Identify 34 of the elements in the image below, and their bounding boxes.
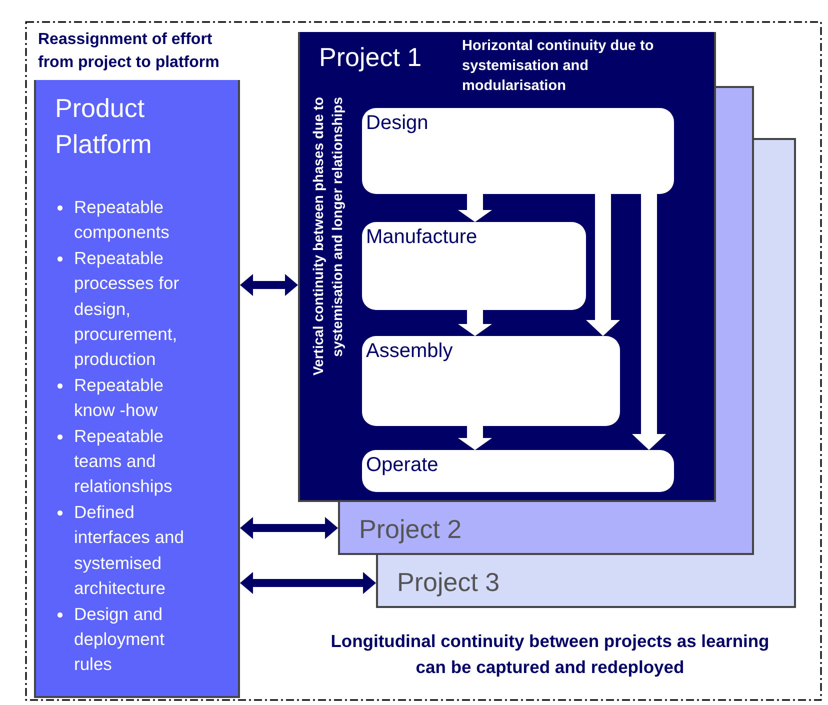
- annotation: Vertical continuity between phases due to systemisation and longer relationships: [309, 97, 346, 378]
- arrow: [240, 274, 298, 296]
- bullet-item: Design and deployment rules: [74, 602, 166, 676]
- annotation: Longitudinal continuity between projects as learning can be captured and redeployed: [330, 630, 770, 679]
- panel-title: Project 3: [397, 567, 500, 598]
- phase-box: [362, 108, 674, 194]
- project-panel: [338, 502, 754, 555]
- panel-title: Project 1: [319, 42, 422, 73]
- bullet-item: Repeatable components: [74, 196, 170, 244]
- arrow: [632, 194, 666, 450]
- bullet-item: Repeatable know -how: [74, 374, 165, 422]
- bullet-item: Defined interfaces and systemised architecture: [74, 500, 185, 600]
- arrow: [458, 426, 492, 450]
- phase-label: Operate: [366, 454, 438, 477]
- phase-label: Assembly: [366, 340, 453, 363]
- panel-title: Project 2: [359, 514, 462, 545]
- arrow: [458, 194, 492, 222]
- project-panel: [376, 555, 796, 608]
- annotation: Reassignment of effort from project to platform: [38, 30, 220, 73]
- arrow: [240, 517, 338, 539]
- phase-box: [362, 336, 620, 426]
- arrow: [586, 194, 620, 336]
- platform-panel: [34, 80, 240, 698]
- bullet-item: Repeatable teams and relationships: [74, 424, 174, 498]
- panel-title: Product Platform: [55, 92, 153, 161]
- phase-label: Manufacture: [366, 226, 478, 249]
- project-panel: [298, 32, 716, 502]
- arrow: [458, 310, 492, 336]
- arrow: [240, 572, 376, 594]
- annotation: Horizontal continuity due to systemisation and modularisation: [462, 37, 655, 96]
- phase-label: Design: [366, 112, 428, 135]
- bullet-item: Repeatable processes for design, procurement, production: [74, 246, 180, 372]
- phase-box: [362, 450, 674, 492]
- phase-box: [362, 222, 586, 310]
